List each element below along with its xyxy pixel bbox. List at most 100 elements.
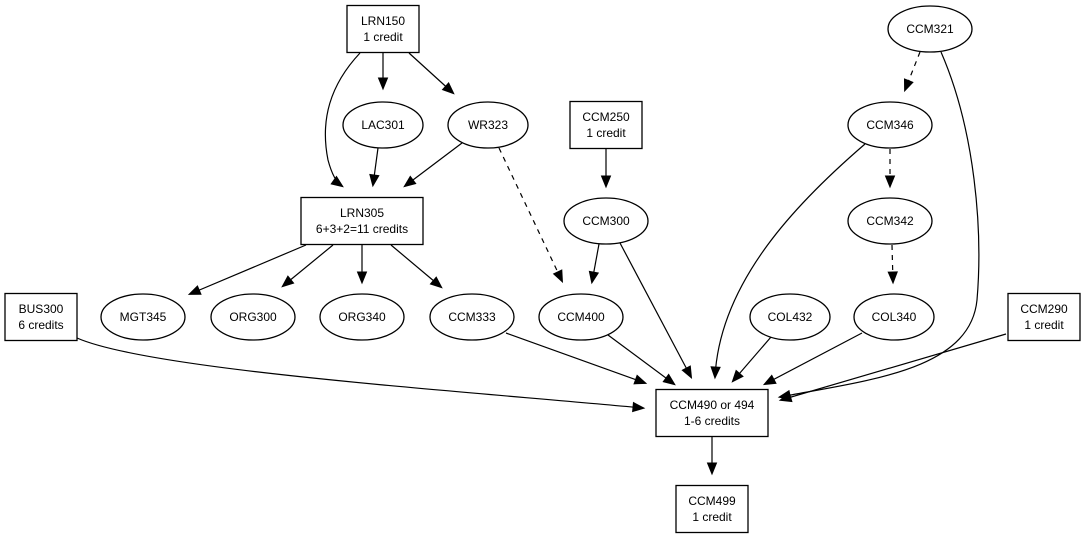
arrowhead-icon — [778, 392, 793, 403]
arrowhead-icon — [731, 369, 744, 383]
node-box — [569, 100, 643, 150]
arrowhead-icon — [706, 462, 718, 476]
node-wr323[interactable]: WR323 — [447, 101, 529, 149]
arrowhead-icon — [681, 365, 693, 380]
node-credits: 1 credit — [363, 30, 403, 44]
edge-ccm300-to-ccm490 — [619, 242, 693, 380]
edge-line — [779, 51, 980, 398]
node-col432[interactable]: COL432 — [749, 293, 831, 341]
edge-line — [189, 244, 307, 295]
edge-wr323-to-ccm400 — [498, 147, 563, 284]
node-title: CCM346 — [866, 118, 914, 132]
arrowhead-icon — [903, 78, 914, 93]
edge-ccm321-to-ccm346 — [903, 51, 921, 93]
node-ellipse — [887, 5, 973, 53]
node-title: CCM300 — [582, 214, 630, 228]
node-mgt345[interactable]: MGT345 — [100, 293, 186, 341]
node-col340[interactable]: COL340 — [853, 293, 935, 341]
node-ellipse — [847, 101, 933, 149]
node-title: MGT345 — [120, 310, 167, 324]
node-ellipse — [538, 293, 624, 341]
node-box — [346, 4, 420, 54]
edge-lrn305-to-org340 — [356, 245, 368, 285]
arrowhead-icon — [369, 173, 380, 188]
node-box — [1007, 292, 1081, 342]
edge-line — [714, 143, 866, 378]
node-box — [655, 388, 769, 438]
node-ccm346[interactable]: CCM346 — [847, 101, 933, 149]
arrowhead-icon — [632, 401, 646, 413]
arrowhead-icon — [356, 271, 368, 285]
edge-ccm346-to-ccm342 — [884, 149, 896, 189]
node-title: COL432 — [768, 310, 813, 324]
node-ccm400[interactable]: CCM400 — [538, 293, 624, 341]
node-ccm290[interactable]: CCM290 1 credit — [1007, 292, 1081, 342]
node-title: WR323 — [468, 118, 508, 132]
node-lac301[interactable]: LAC301 — [342, 101, 424, 149]
node-ellipse — [447, 101, 529, 149]
edge-line — [390, 244, 442, 288]
node-title: CCM342 — [866, 214, 914, 228]
arrowhead-icon — [403, 175, 417, 188]
edge-ccm290-to-ccm490 — [778, 333, 1007, 403]
node-ellipse — [100, 293, 186, 341]
node-lrn150[interactable]: LRN150 1 credit — [346, 4, 420, 54]
edge-line — [498, 147, 563, 282]
node-ellipse — [853, 293, 935, 341]
node-title: BUS300 — [19, 302, 64, 316]
edge-ccm333-to-ccm490 — [505, 332, 648, 385]
arrowhead-icon — [281, 275, 295, 288]
edge-col432-to-ccm490 — [731, 336, 772, 383]
node-title: LAC301 — [361, 118, 405, 132]
node-credits: 1-6 credits — [684, 414, 740, 428]
node-title: LRN150 — [361, 14, 405, 28]
node-ccm333[interactable]: CCM333 — [429, 293, 515, 341]
arrowhead-icon — [377, 77, 389, 91]
node-title: COL340 — [872, 310, 917, 324]
edge-ccm400-to-ccm490 — [607, 334, 676, 386]
arrowhead-icon — [187, 285, 202, 295]
arrowhead-icon — [710, 366, 721, 380]
node-bus300[interactable]: BUS300 6 credits — [4, 292, 78, 342]
node-title: CCM400 — [557, 310, 605, 324]
node-ellipse — [210, 293, 296, 341]
edge-lac301-to-lrn305 — [369, 147, 380, 188]
node-title: CCM499 — [688, 494, 736, 508]
node-title: CCM290 — [1020, 302, 1068, 316]
edge-line — [607, 334, 675, 385]
node-ccm342[interactable]: CCM342 — [847, 197, 933, 245]
node-ellipse — [342, 101, 424, 149]
edge-lrn150-to-lrn305 — [324, 52, 361, 188]
node-ellipse — [749, 293, 831, 341]
edge-lrn305-to-mgt345 — [187, 244, 307, 295]
node-org300[interactable]: ORG300 — [210, 293, 296, 341]
node-org340[interactable]: ORG340 — [319, 293, 405, 341]
edge-ccm490-to-ccm499 — [706, 437, 718, 476]
node-credits: 6+3+2=11 credits — [316, 222, 408, 236]
node-ccm300[interactable]: CCM300 — [563, 197, 649, 245]
edge-line — [282, 244, 334, 287]
node-credits: 1 credit — [1024, 318, 1064, 332]
edge-lrn150-to-lac301 — [377, 53, 389, 91]
node-ellipse — [563, 197, 649, 245]
arrowhead-icon — [884, 175, 896, 189]
edge-line — [764, 332, 863, 385]
arrowhead-icon — [762, 374, 777, 386]
edge-lrn305-to-ccm333 — [390, 244, 443, 289]
node-box — [4, 292, 78, 342]
node-credits: 6 credits — [18, 318, 63, 332]
arrowhead-icon — [429, 276, 443, 289]
edge-ccm346-to-ccm490 — [710, 143, 866, 380]
node-box — [300, 196, 424, 246]
node-ellipse — [429, 293, 515, 341]
edge-lrn305-to-org300 — [281, 244, 334, 288]
arrowhead-icon — [441, 82, 455, 95]
node-ccm321[interactable]: CCM321 — [887, 5, 973, 53]
edge-ccm342-to-col340 — [887, 244, 898, 285]
node-title: ORG340 — [338, 310, 386, 324]
